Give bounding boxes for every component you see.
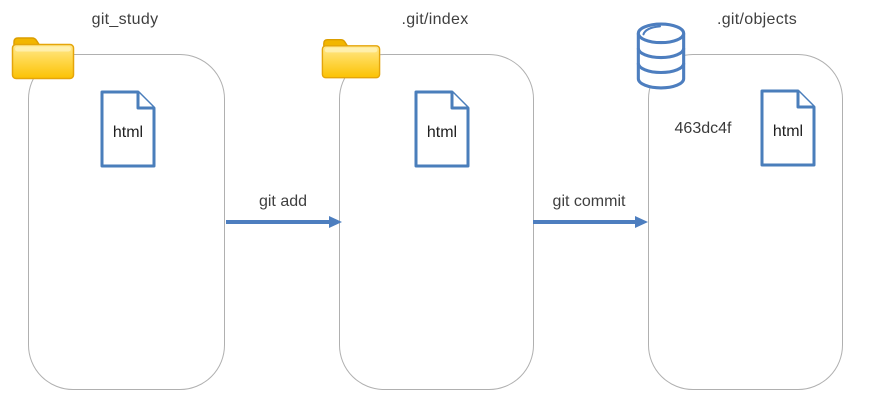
file-label: html [426,124,458,141]
file-html: html [411,89,473,169]
file-html: html [757,88,819,168]
object-hash: 463dc4f [674,120,732,137]
document-icon [760,89,816,167]
arrow-label-git-commit: git commit [552,193,626,210]
arrow-shaft [226,220,329,224]
file-html: html [97,89,159,169]
file-label: html [772,123,804,140]
database-icon [636,22,686,90]
git-commit-arrow [533,215,648,229]
arrow-label-git-add: git add [258,193,308,210]
arrow-head-icon [635,216,648,228]
file-label: html [112,124,144,141]
container-title-git-index: .git/index [401,11,469,28]
folder-icon [11,37,75,80]
folder-icon [321,38,381,79]
git-add-arrow [226,215,342,229]
arrow-shaft [533,220,635,224]
container-title-git-objects: .git/objects [716,11,798,28]
document-icon [100,90,156,168]
container-title-git-study: git_study [91,11,159,28]
document-icon [414,90,470,168]
arrow-head-icon [329,216,342,228]
